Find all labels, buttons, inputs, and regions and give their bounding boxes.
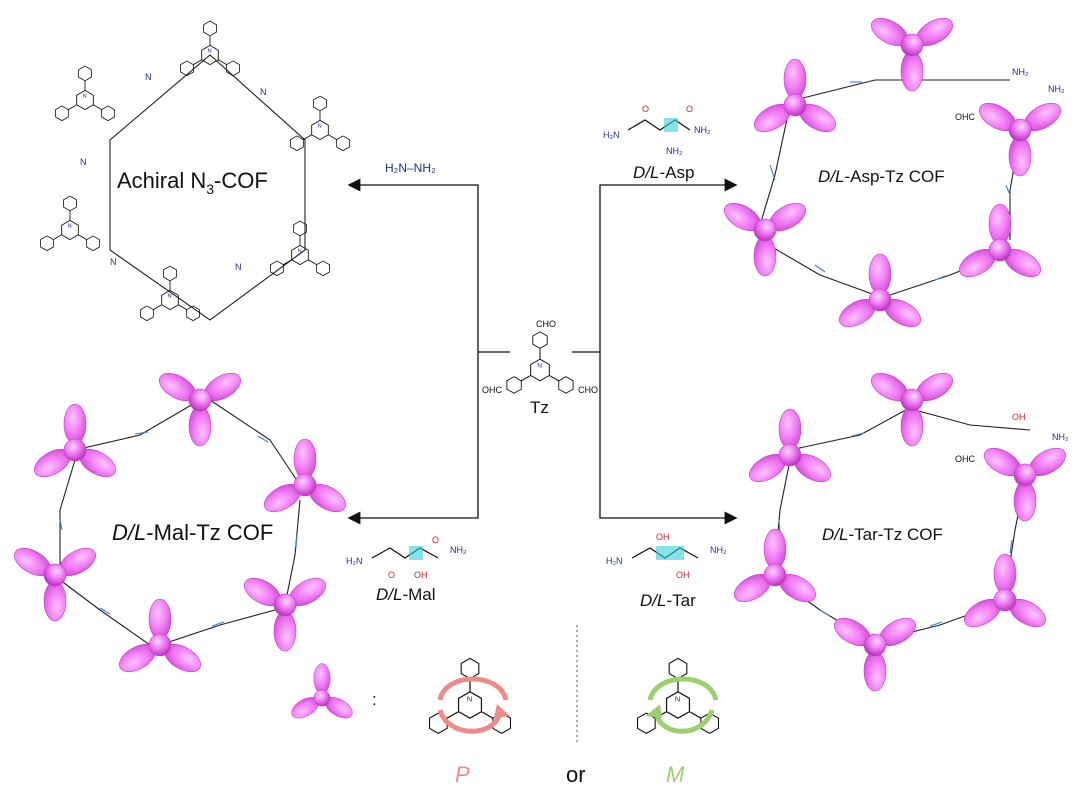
svg-text:NH₂: NH₂	[694, 125, 711, 135]
tz-lobe-node	[860, 337, 975, 456]
svg-text:OH: OH	[414, 570, 428, 580]
triazine-node	[180, 20, 240, 77]
tar-label: D/L-Tar	[640, 591, 696, 610]
tar-reagent: H₂N NH₂ OH OH D/L-Tar	[606, 532, 727, 610]
tz-lobe-node	[259, 438, 351, 518]
triazine-node	[270, 220, 330, 277]
tz-monomer: CHO OHC CHO Tz	[482, 319, 598, 417]
hydrazone-n: N	[235, 262, 242, 272]
asp-label: D/L-Asp	[633, 163, 694, 182]
tz-lobe-node	[834, 253, 926, 333]
p-helix-unit: P	[428, 657, 512, 787]
mal-label: D/L-Mal	[376, 585, 436, 604]
tz-lobe-node	[114, 598, 206, 678]
tar-tz-cof-structure: OHC OH NH₂ D/L-Tar-Tz COF	[729, 337, 1080, 701]
tz-lobe-node	[29, 403, 121, 483]
cho-label: CHO	[578, 385, 598, 395]
cho-label: CHO	[536, 319, 556, 329]
svg-text:OH: OH	[1012, 412, 1026, 422]
svg-text:H₂N: H₂N	[346, 556, 363, 566]
achiral-n3-cof-structure: N N N N N Achiral N3-COF	[40, 20, 350, 322]
mal-tz-cof-structure: D/L-Mal-Tz COF	[3, 337, 351, 678]
svg-text:OH: OH	[656, 532, 670, 542]
mal-cof-label: D/L-Mal-Tz COF	[112, 520, 273, 545]
hydrazone-n: N	[145, 72, 152, 82]
svg-text:O: O	[432, 535, 439, 545]
tz-lobe-node	[959, 553, 1051, 633]
reaction-arrows	[347, 178, 738, 525]
svg-text:H₂N: H₂N	[606, 556, 623, 566]
hydrazone-n: N	[110, 257, 117, 267]
asp-tz-cof-structure: OHC NH₂ NH₂ D/L-Asp-Tz COF	[713, 0, 1080, 333]
legend-lobe-node	[287, 663, 357, 723]
achiral-cof-label: Achiral N3-COF	[117, 168, 268, 197]
svg-text:O: O	[388, 570, 395, 580]
svg-text:NH₂: NH₂	[1048, 84, 1065, 94]
tz-lobe-node	[3, 512, 118, 631]
svg-text:NH₂: NH₂	[450, 545, 467, 555]
tz-lobe-node	[954, 203, 1046, 283]
tz-lobe-node	[233, 542, 348, 661]
svg-text:H₂N: H₂N	[603, 130, 620, 140]
tz-label: Tz	[530, 398, 549, 417]
arrow-to-mal	[347, 352, 479, 525]
tz-lobe-node	[823, 582, 938, 701]
tz-lobe-node	[749, 58, 841, 138]
tz-lobe-node	[744, 408, 836, 488]
arrow-to-asp	[599, 178, 738, 352]
svg-text:OHC: OHC	[955, 454, 976, 464]
svg-text:NH₂: NH₂	[666, 146, 683, 156]
tz-lobe-node	[973, 412, 1080, 531]
m-rotation-arrow	[647, 676, 719, 701]
svg-text:OH: OH	[676, 570, 690, 580]
svg-text:O: O	[642, 104, 649, 114]
p-label: P	[455, 762, 470, 787]
asp-cof-label: D/L-Asp-Tz COF	[818, 167, 945, 186]
m-label: M	[666, 762, 685, 787]
triazine-node	[140, 265, 200, 322]
legend-colon: :	[372, 690, 377, 709]
ohc-label: OHC	[482, 385, 503, 395]
hydrazine-reagent: H₂N–NH₂	[385, 161, 436, 175]
arrow-to-tar	[599, 352, 738, 525]
arrow-to-achiral	[347, 178, 479, 352]
triazine-node	[290, 95, 350, 152]
triazine-node	[55, 65, 115, 122]
or-label: or	[566, 762, 586, 787]
tar-cof-label: D/L-Tar-Tz COF	[822, 525, 943, 544]
svg-text:O: O	[686, 104, 693, 114]
p-rotation-arrow	[437, 676, 509, 701]
svg-text:NH₂: NH₂	[710, 545, 727, 555]
mal-reagent: H₂N NH₂ O O OH D/L-Mal	[346, 535, 467, 604]
tz-lobe-node	[729, 528, 821, 608]
svg-text:OHC: OHC	[955, 112, 976, 122]
svg-text:NH₂: NH₂	[1012, 67, 1029, 77]
hydrazone-n: N	[80, 157, 87, 167]
tz-lobe-node	[860, 0, 975, 101]
triazine-node	[40, 195, 100, 252]
asp-reagent: H₂N NH₂ O O NH₂ D/L-Asp	[603, 104, 711, 182]
hydrazone-n: N	[260, 87, 267, 97]
legend: : P or M	[287, 625, 720, 787]
m-helix-unit: M	[636, 657, 720, 787]
svg-text:NH₂: NH₂	[1052, 432, 1069, 442]
tz-lobe-node	[148, 337, 263, 456]
